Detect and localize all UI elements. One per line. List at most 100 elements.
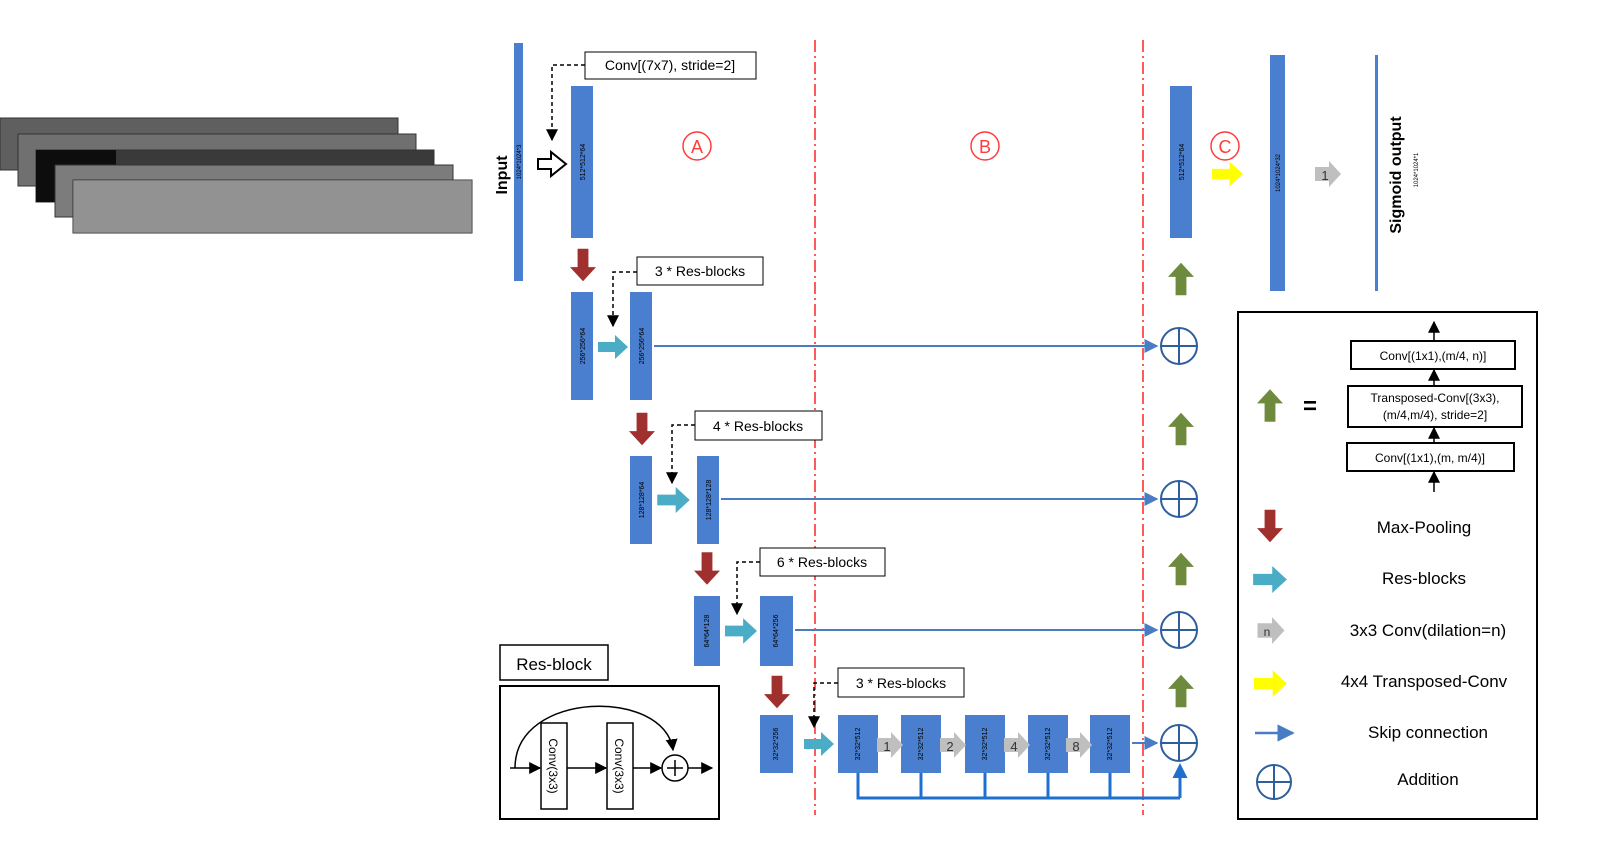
legend-stack-conv-in: Conv[(1x1),(m, m/4)] — [1375, 451, 1485, 465]
svg-text:256*256*64: 256*256*64 — [639, 328, 646, 365]
resblock-arrow-icon — [725, 618, 757, 644]
svg-text:Res-block: Res-block — [516, 655, 592, 674]
block-s1-in: 256*256*64 — [571, 292, 593, 400]
resblock-arrow-icon — [657, 487, 690, 513]
svg-text:C: C — [1219, 137, 1232, 157]
legend-stack-conv-out: Conv[(1x1),(m/4, n)] — [1380, 349, 1487, 363]
svg-text:8: 8 — [1072, 739, 1079, 754]
svg-text:2: 2 — [946, 739, 953, 754]
input-bar — [514, 43, 523, 281]
svg-text:6 * Res-blocks: 6 * Res-blocks — [777, 554, 867, 570]
svg-text:3 * Res-blocks: 3 * Res-blocks — [655, 263, 745, 279]
legend-maxpool-label: Max-Pooling — [1377, 518, 1472, 537]
dilation-chevron-2: 2 — [940, 732, 966, 758]
section-marker-a: A — [682, 131, 712, 161]
input-label: Input — [494, 155, 511, 195]
svg-text:1: 1 — [883, 739, 890, 754]
transposed-conv-arrow-icon — [1212, 161, 1243, 187]
svg-text:32*32*512: 32*32*512 — [918, 728, 925, 761]
block-full: 1024*1024*32 — [1270, 55, 1285, 291]
svg-text:Conv(3x3): Conv(3x3) — [612, 738, 626, 793]
svg-text:3 * Res-blocks: 3 * Res-blocks — [856, 675, 946, 691]
maxpool-arrow-icon — [694, 552, 720, 585]
upsample-arrow-icon — [1168, 674, 1194, 708]
legend-transposed-label: 4x4 Transposed-Conv — [1341, 672, 1508, 691]
svg-text:32*32*512: 32*32*512 — [1107, 728, 1114, 761]
svg-text:Conv[(7x7), stride=2]: Conv[(7x7), stride=2] — [605, 57, 735, 73]
res4-box: 4 * Res-blocks — [666, 410, 823, 485]
output-dims: 1024*1024*1 — [1414, 152, 1420, 187]
block-d1: 32*32*512 — [838, 715, 878, 773]
maxpool-arrow-icon — [629, 412, 655, 446]
block-s3-out: 64*64*256 — [760, 596, 793, 666]
legend-skip-label: Skip connection — [1368, 723, 1488, 742]
addition-icon — [1160, 724, 1198, 762]
upsample-arrow-icon — [1168, 552, 1194, 586]
section-marker-b: B — [970, 131, 1000, 161]
svg-text:32*32*512: 32*32*512 — [1045, 728, 1052, 761]
legend-stack-transposed-line1: Transposed-Conv[(3x3), — [1371, 391, 1500, 405]
svg-text:512*512*64: 512*512*64 — [580, 144, 587, 181]
output-bar — [1375, 55, 1378, 291]
legend-addition-label: Addition — [1397, 770, 1458, 789]
svg-text:64*64*128: 64*64*128 — [704, 615, 711, 648]
conv7-box: Conv[(7x7), stride=2] — [546, 51, 757, 142]
upsample-arrow-icon — [1168, 412, 1194, 446]
legend-resblock-label: Res-blocks — [1382, 569, 1466, 588]
block-conv1: 512*512*64 — [571, 86, 593, 238]
res3b-box: 3 * Res-blocks — [808, 667, 965, 729]
block-d2: 32*32*512 — [901, 715, 941, 773]
svg-text:B: B — [979, 137, 991, 157]
legend-stack-transposed-line2: (m/4,m/4), stride=2] — [1383, 408, 1487, 422]
svg-text:128*128*128: 128*128*128 — [706, 480, 713, 521]
block-s4-in: 32*32*256 — [760, 715, 793, 773]
svg-text:4: 4 — [1010, 739, 1017, 754]
svg-text:1024*1024*32: 1024*1024*32 — [1276, 153, 1282, 192]
res3a-box: 3 * Res-blocks — [607, 256, 764, 328]
output-label: Sigmoid output — [1388, 116, 1405, 234]
maxpool-arrow-icon — [570, 248, 596, 282]
svg-text:32*32*512: 32*32*512 — [855, 728, 862, 761]
final-conv-chevron: 1 — [1315, 161, 1341, 187]
block-d3: 32*32*512 — [965, 715, 1005, 773]
input-image-stack — [0, 117, 473, 234]
input-dims: 1024*1024*3 — [517, 144, 523, 179]
legend-dilated-label: 3x3 Conv(dilation=n) — [1350, 621, 1506, 640]
maxpool-arrow-icon — [764, 675, 790, 709]
svg-text:32*32*512: 32*32*512 — [982, 728, 989, 761]
resblock-inset: Res-block Conv(3x3) Conv(3x3) — [499, 644, 720, 820]
upsample-arrow-icon — [1168, 262, 1194, 296]
dilation-chevron-8: 8 — [1066, 732, 1092, 758]
block-s3-in: 64*64*128 — [694, 596, 720, 666]
legend: = Conv[(1x1),(m, m/4)] Transposed-Conv[(… — [1237, 311, 1538, 820]
section-marker-c: C — [1210, 131, 1240, 161]
svg-text:64*64*256: 64*64*256 — [773, 615, 780, 648]
svg-text:32*32*256: 32*32*256 — [773, 728, 780, 761]
addition-icon — [1160, 480, 1198, 518]
block-dec-top: 512*512*64 — [1170, 86, 1192, 238]
legend-dilated-symbol: n — [1264, 625, 1271, 639]
block-s2-out: 128*128*128 — [697, 456, 719, 544]
legend-equals: = — [1303, 393, 1317, 420]
resblock-arrow-icon — [804, 732, 834, 756]
addition-icon — [1160, 611, 1198, 649]
svg-text:Conv(3x3): Conv(3x3) — [546, 738, 560, 793]
svg-text:A: A — [691, 137, 703, 157]
block-s1-out: 256*256*64 — [630, 292, 652, 400]
svg-text:512*512*64: 512*512*64 — [1179, 144, 1186, 181]
block-d4: 32*32*512 — [1028, 715, 1068, 773]
block-s2-in: 128*128*64 — [630, 456, 652, 544]
svg-text:1: 1 — [1321, 168, 1328, 183]
svg-text:128*128*64: 128*128*64 — [639, 482, 646, 519]
svg-text:4 * Res-blocks: 4 * Res-blocks — [713, 418, 803, 434]
res6-box: 6 * Res-blocks — [731, 547, 886, 616]
block-d5: 32*32*512 — [1090, 715, 1130, 773]
input-arrow-icon — [537, 149, 568, 179]
dilation-chevron-1: 1 — [877, 732, 903, 758]
svg-text:256*256*64: 256*256*64 — [580, 328, 587, 365]
addition-icon — [1160, 327, 1198, 365]
dilation-chevron-4: 4 — [1004, 732, 1030, 758]
dilated-sum-bus — [856, 763, 1188, 800]
resblock-arrow-icon — [598, 335, 628, 359]
